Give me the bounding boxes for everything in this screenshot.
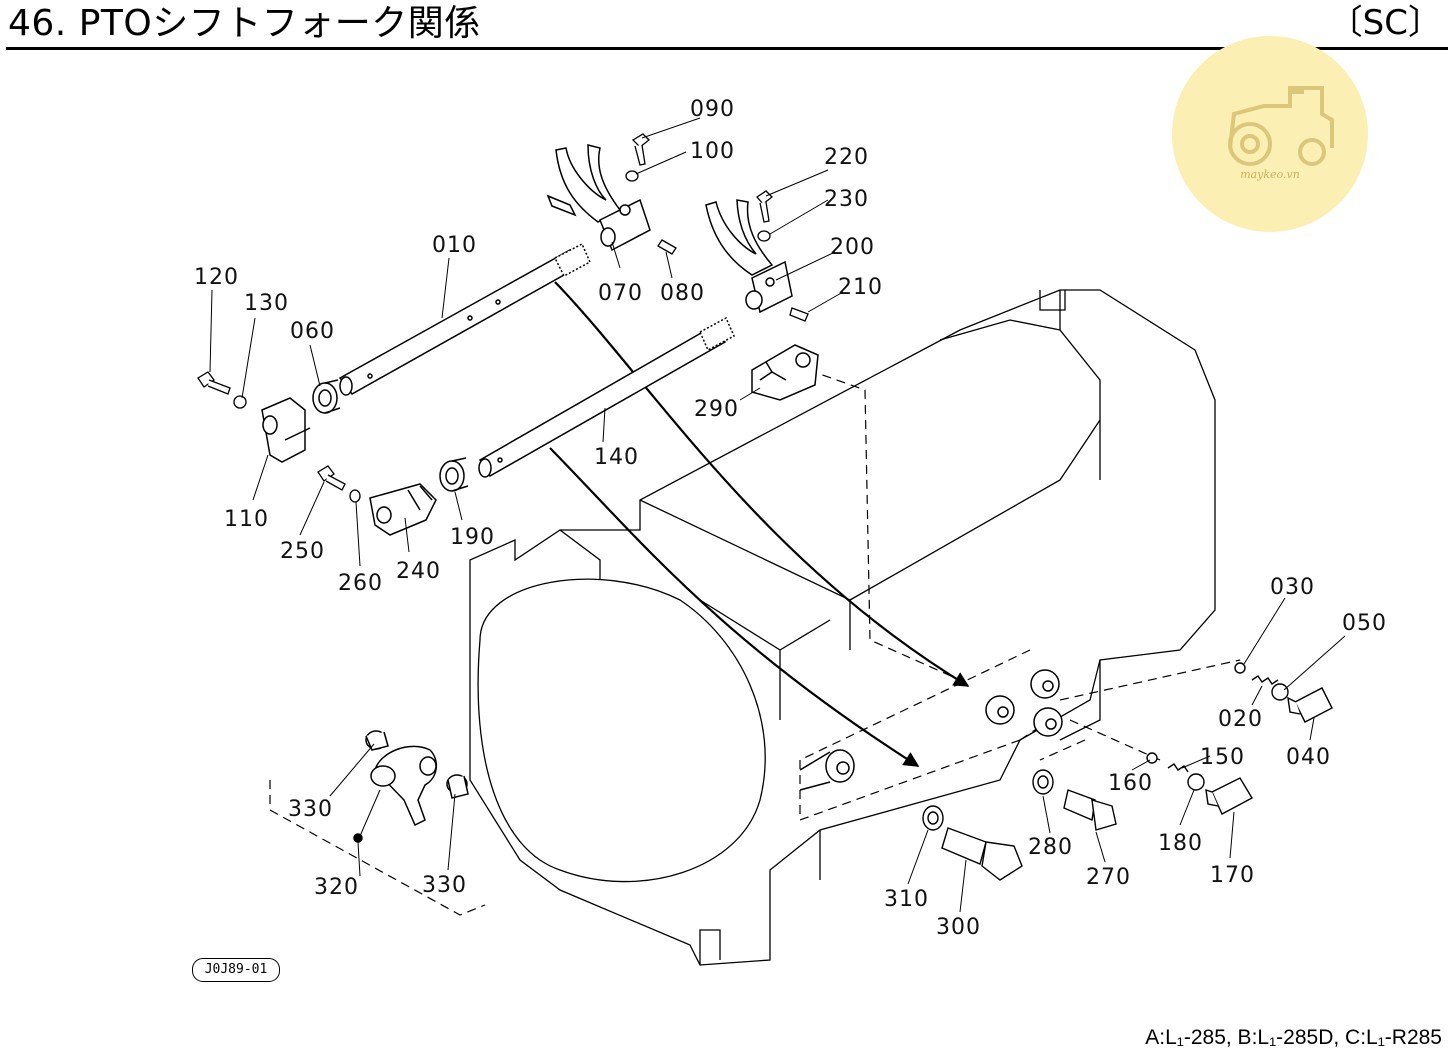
- part-label-010: 010: [432, 233, 477, 258]
- part-label-150: 150: [1200, 745, 1245, 770]
- part-label-030: 030: [1270, 575, 1315, 600]
- transmission-housing: [469, 289, 1216, 966]
- part-label-250: 250: [280, 539, 325, 564]
- model-code: 〔SC〕: [1328, 3, 1442, 43]
- page-title: 46. PTOシフトフォーク関係: [8, 3, 481, 44]
- part-label-050: 050: [1342, 611, 1387, 636]
- leader-lines: [209, 117, 1346, 913]
- part-label-330-right: 330: [422, 873, 467, 898]
- bolt-300: [922, 805, 1023, 881]
- header-rule: [6, 47, 1448, 50]
- part-label-280: 280: [1028, 835, 1073, 860]
- part-label-240: 240: [396, 559, 441, 584]
- part-label-210: 210: [838, 275, 883, 300]
- housing-bosses: [799, 669, 1063, 791]
- tractor-icon: [1228, 86, 1334, 166]
- bracket-110: [261, 397, 311, 463]
- part-label-200: 200: [830, 235, 875, 260]
- watermark-logo: maykeo.vn: [1172, 36, 1368, 232]
- plate-290: [751, 344, 819, 401]
- part-label-140: 140: [594, 445, 639, 470]
- detent-assemblies: [1146, 662, 1333, 815]
- part-label-040: 040: [1286, 745, 1331, 770]
- part-label-190: 190: [450, 525, 495, 550]
- part-label-300: 300: [936, 915, 981, 940]
- part-label-320: 320: [314, 875, 359, 900]
- part-label-090: 090: [690, 97, 735, 122]
- part-label-120: 120: [194, 265, 239, 290]
- part-label-270: 270: [1086, 865, 1131, 890]
- bracket-240: [369, 483, 437, 536]
- part-label-080: 080: [660, 281, 705, 306]
- part-label-130: 130: [244, 291, 289, 316]
- part-label-100: 100: [690, 139, 735, 164]
- assembly-arrows: [549, 281, 970, 767]
- part-label-060: 060: [290, 319, 335, 344]
- part-label-160: 160: [1108, 771, 1153, 796]
- part-label-020: 020: [1218, 707, 1263, 732]
- shift-shaft-010: [338, 242, 591, 396]
- dashed-guide-lines: [269, 359, 1241, 916]
- page-header: 46. PTOシフトフォーク関係 〔SC〕: [0, 0, 1454, 52]
- shift-fork-200: [705, 199, 793, 314]
- drawing-id: J0J89-01: [192, 958, 280, 982]
- part-label-290: 290: [694, 397, 739, 422]
- part-label-110: 110: [224, 507, 269, 532]
- part-label-330-left: 330: [288, 797, 333, 822]
- shift-fork-070: [546, 144, 651, 252]
- part-label-230: 230: [824, 187, 869, 212]
- part-label-310: 310: [884, 887, 929, 912]
- part-labels: 010 020 030 040 050 060 070 080 090 100 …: [194, 97, 1387, 940]
- part-label-180: 180: [1158, 831, 1203, 856]
- watermark-text: maykeo.vn: [1240, 168, 1300, 181]
- seals: [312, 379, 469, 492]
- model-applicability: A:L₁-285, B:L₁-285D, C:L₁-R285: [1145, 1026, 1442, 1049]
- part-label-260: 260: [338, 571, 383, 596]
- shift-shaft-140: [478, 316, 735, 478]
- part-label-220: 220: [824, 145, 869, 170]
- part-label-070: 070: [598, 281, 643, 306]
- part-label-170: 170: [1210, 863, 1255, 888]
- bolt-270: [1032, 769, 1117, 831]
